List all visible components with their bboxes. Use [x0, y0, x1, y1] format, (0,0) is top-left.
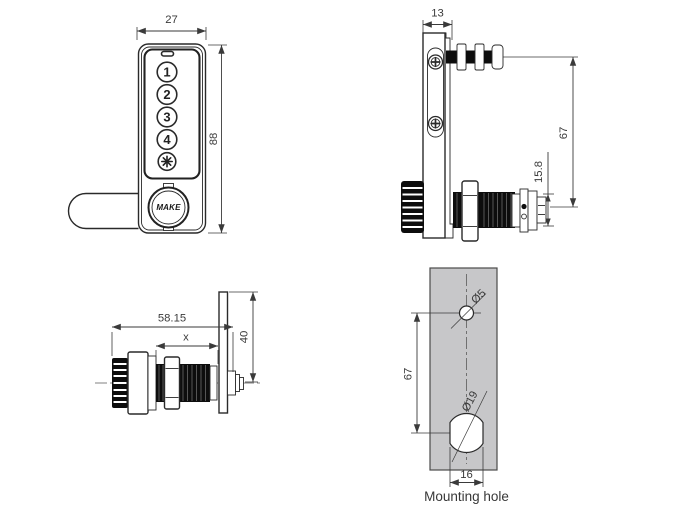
dim-overall-length: 58.15 [158, 313, 186, 325]
dim-front-height: 88 [208, 133, 220, 146]
cylinder-tip-side [511, 188, 547, 233]
dim-front-width: 27 [165, 14, 178, 26]
front-view: 27 88 1 2 3 4 [67, 14, 227, 234]
front-height-dimension: 88 [208, 44, 227, 234]
button-3-label: 3 [163, 110, 170, 125]
button-4-label: 4 [163, 132, 171, 147]
side-view: 13 [401, 8, 578, 242]
dim-side-spacing: 67 [558, 127, 570, 140]
flange [127, 351, 149, 415]
grip-length-dimension: x [155, 332, 219, 364]
keypad-panel [143, 48, 201, 180]
screw-icon [427, 54, 444, 70]
hole-spacing-dimension: 67 [403, 313, 421, 433]
dim-hole-spacing: 67 [403, 368, 415, 381]
button-1[interactable] [156, 61, 178, 83]
dim-cam-height: 40 [239, 331, 251, 344]
knurled-knob-side[interactable] [401, 181, 424, 233]
hex-nut [163, 356, 181, 410]
cam-lock-view: 58.15 x 40 [95, 291, 263, 415]
front-width-dimension: 27 [136, 14, 207, 40]
mounting-hole-caption: Mounting hole [424, 489, 509, 504]
button-4[interactable] [156, 128, 178, 151]
button-2-label: 2 [163, 87, 170, 102]
hex-nut-side [461, 180, 479, 242]
cam-lever [209, 291, 244, 414]
overall-length-dimension: 58.15 [111, 313, 234, 372]
cam-height-dimension: 40 [229, 291, 258, 383]
asterisk-icon[interactable] [157, 151, 177, 172]
side-width-dimension: 13 [422, 8, 453, 40]
threaded-barrel [156, 356, 210, 410]
led-indicator [160, 50, 175, 57]
latch-cylinder [67, 192, 139, 230]
dim-side-width: 13 [431, 8, 444, 20]
spring-plunger [446, 43, 504, 71]
button-3[interactable] [156, 106, 178, 128]
threaded-barrel-side [453, 180, 515, 242]
knurled-knob[interactable] [112, 358, 128, 408]
side-spacing-dimension: 67 [550, 57, 578, 208]
brand-logo: MAKE [156, 203, 181, 212]
screw-icon [427, 115, 444, 132]
mounting-plate [422, 32, 454, 239]
dim-side-cylinder: 15.8 [533, 161, 545, 183]
mounting-hole-view: Ø5 Ø19 67 16 Mounting hole [403, 267, 509, 504]
front-knob[interactable]: MAKE [147, 183, 190, 231]
keypad-buttons: 1 2 3 4 [156, 61, 178, 172]
button-1-label: 1 [163, 65, 170, 80]
dim-hole-width: 16 [460, 469, 473, 481]
hole-width-dimension: 16 [449, 447, 484, 487]
button-2[interactable] [156, 83, 178, 106]
side-cylinder-dimension: 15.8 [533, 152, 554, 227]
dim-grip-length: x [183, 332, 189, 344]
